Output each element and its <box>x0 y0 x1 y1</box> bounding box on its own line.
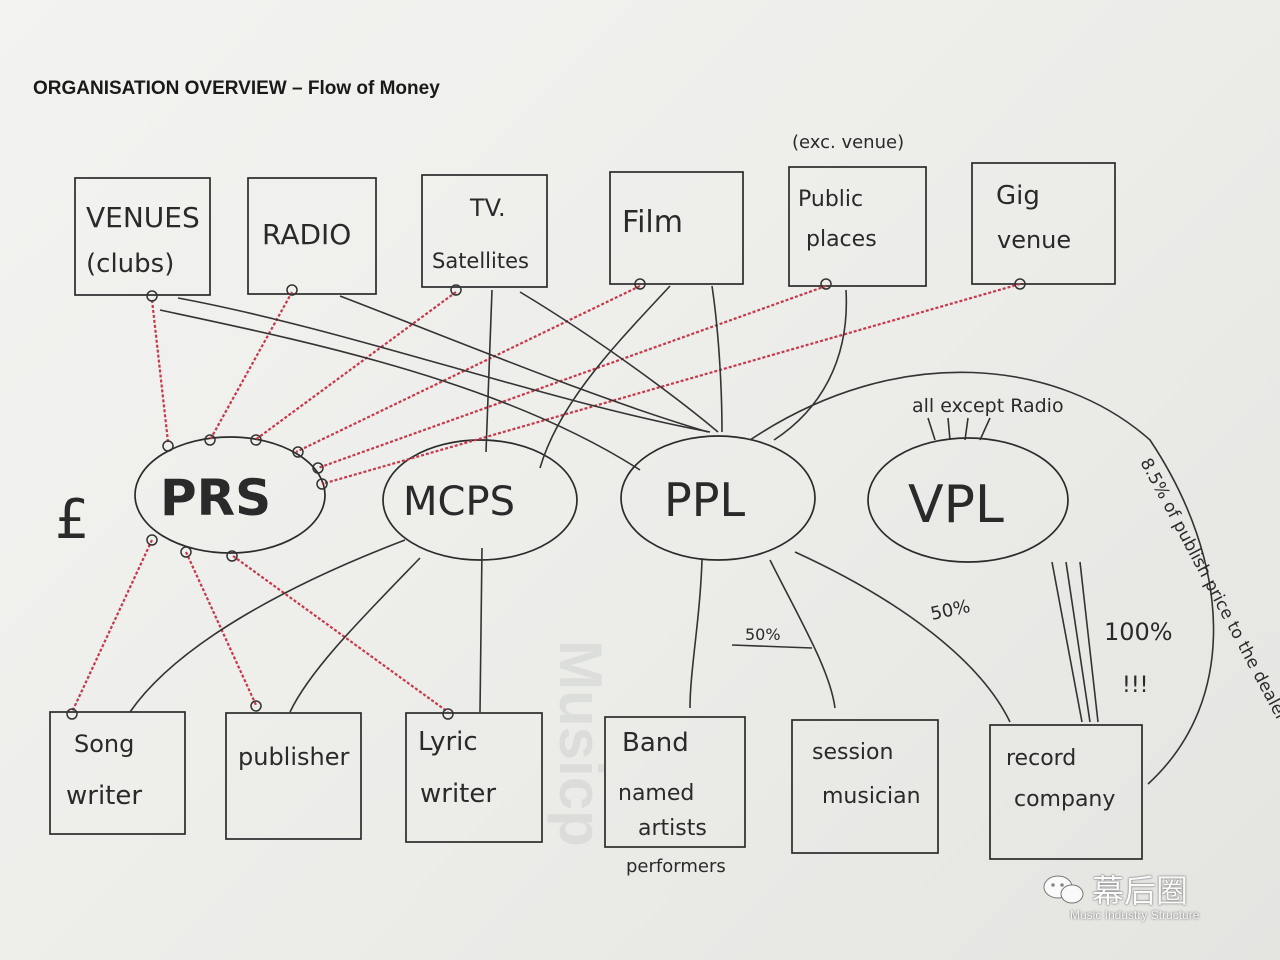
public-places-box <box>788 166 927 287</box>
session-musician-label: musician <box>822 784 921 809</box>
gig-venue-label: Gig <box>996 181 1040 211</box>
ppl-record-label: 50% <box>929 596 973 625</box>
prs-to-publisher-line <box>184 551 258 706</box>
radio-to-ppl-arrow <box>339 295 709 433</box>
record-label: record <box>1006 746 1076 771</box>
radio-label: RADIO <box>262 218 351 251</box>
prs-to-song-writer-line <box>71 539 153 713</box>
record-company-box <box>989 724 1143 860</box>
public-places-label: Public <box>798 187 863 212</box>
tv-label: TV. <box>469 194 506 222</box>
watermark-brand: 幕后圈 <box>1092 872 1189 910</box>
prs-label: PRS <box>160 469 271 527</box>
venues-sub-label: (clubs) <box>86 249 174 279</box>
radio-box <box>247 177 377 295</box>
song-writer-sub-label: writer <box>66 781 142 811</box>
watermark: 幕后圈 Music Industry Structure <box>1042 866 1242 926</box>
tv-to-ppl-arrow <box>519 291 719 433</box>
band-label: Band <box>622 728 689 758</box>
venues-label: VENUES <box>86 201 200 234</box>
band-named-label: named <box>618 781 694 806</box>
watermark-caption: Music Industry Structure <box>1070 908 1200 922</box>
prs-to-lyric-writer-line <box>232 555 449 713</box>
radio-to-prs-line <box>209 291 293 441</box>
ppl-split-arrow <box>731 644 813 649</box>
prs-collection-lines <box>150 282 1021 486</box>
song-writer-box <box>49 711 186 835</box>
gig-venue-box <box>971 162 1116 285</box>
chat-bubble-icon <box>1043 875 1084 904</box>
film-label: Film <box>622 205 683 240</box>
public-places-to-ppl-arrow <box>773 289 848 441</box>
ppl-ellipse <box>620 435 816 561</box>
lyric-writer-sub-label: writer <box>420 779 496 809</box>
mcps-to-publisher-arrow <box>289 557 421 713</box>
venues-to-mcps-flow <box>159 309 641 471</box>
page-title: ORGANISATION OVERVIEW – Flow of Money <box>33 78 440 99</box>
film-to-mcps-arrow <box>539 285 671 469</box>
publisher-label: publisher <box>238 743 349 771</box>
ppl-to-session-arrow <box>769 559 836 709</box>
vpl-to-record-company-arrow <box>1051 561 1099 723</box>
ppl-to-record-company-arrow <box>794 551 1011 723</box>
venues-to-ppl-arrow <box>177 297 711 433</box>
lyric-writer-label: Lyric <box>418 727 478 757</box>
film-to-prs-line <box>295 285 641 453</box>
session-musician-box <box>791 719 939 854</box>
all-except-radio-ticks <box>927 417 991 441</box>
pound-sign: £ <box>55 488 89 551</box>
tv-sub-label: Satellites <box>432 249 529 273</box>
ppl-split-label: 50% <box>745 625 781 644</box>
public-places-sub-label: places <box>806 227 877 252</box>
tv-to-mcps-arrow <box>485 289 493 453</box>
tv-to-prs-line <box>254 291 457 441</box>
exclaim-label: !!! <box>1122 673 1148 698</box>
dealer-curve-arrow <box>749 371 1215 785</box>
connection-dots <box>66 278 1026 720</box>
session-label: session <box>812 740 893 765</box>
all-except-radio-note: all except Radio <box>912 395 1064 417</box>
mcps-to-lyric-writer-arrow <box>479 547 483 713</box>
mcps-ellipse <box>382 439 578 561</box>
ppl-label: PPL <box>664 473 745 527</box>
mcps-to-song-writer-arrow <box>129 539 406 713</box>
public-places-note: (exc. venue) <box>792 132 904 153</box>
venues-to-prs-line <box>150 299 170 443</box>
pencil-flow-arrows <box>129 285 1215 785</box>
background-bleed: Musicp <box>547 640 614 847</box>
film-to-ppl-arrow <box>711 285 723 433</box>
vpl-label: VPL <box>908 475 1004 535</box>
record-company-label: company <box>1014 787 1115 812</box>
vpl-ellipse <box>867 437 1069 563</box>
publisher-box <box>225 712 362 840</box>
tv-box <box>421 174 548 288</box>
song-writer-label: Song <box>74 730 134 758</box>
band-performers-note: performers <box>626 856 726 877</box>
vpl-record-label: 100% <box>1104 618 1173 646</box>
gig-venue-to-prs-line <box>321 282 1021 486</box>
lyric-writer-box <box>405 712 543 843</box>
prs-payout-lines <box>71 539 449 713</box>
public-places-to-prs-line <box>317 284 827 470</box>
gig-venue-sub-label: venue <box>997 226 1071 254</box>
prs-ellipse <box>134 436 326 554</box>
ppl-to-band-arrow <box>689 559 703 709</box>
film-box <box>609 171 744 285</box>
mcps-label: MCPS <box>403 479 515 525</box>
band-artists-label: artists <box>638 816 707 841</box>
venues-box <box>74 177 211 296</box>
band-box <box>604 716 746 848</box>
